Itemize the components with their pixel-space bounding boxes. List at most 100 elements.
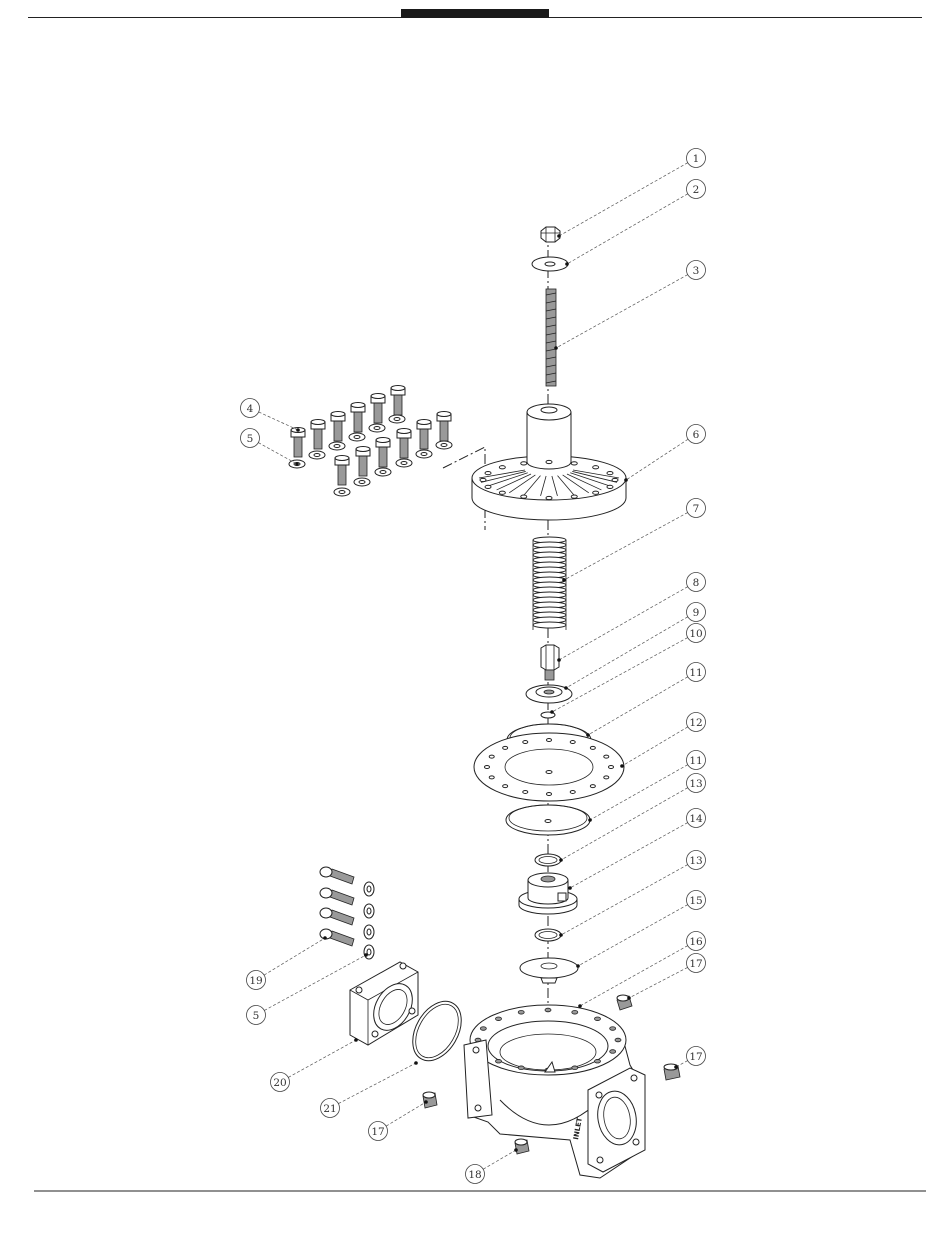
- callout-leader: [483, 1150, 516, 1169]
- callout-number: 2: [693, 184, 700, 196]
- callout-number: 5: [247, 433, 254, 445]
- callout-leader: [676, 1061, 688, 1067]
- callout-number: 6: [693, 429, 700, 441]
- callout-leader: [386, 1102, 426, 1126]
- callout-dot: [364, 953, 368, 957]
- hex-nut: [541, 227, 560, 242]
- flange-bolts-group: [320, 867, 374, 959]
- callout-leader: [559, 163, 688, 236]
- callout-leader: [629, 967, 688, 998]
- callout-dot: [568, 886, 572, 890]
- callout-c15: 15: [576, 891, 705, 968]
- callout-dot: [559, 858, 563, 862]
- callout-c17a: 17: [627, 954, 705, 1000]
- callout-c5a: 5: [241, 429, 299, 466]
- callout-dot: [296, 428, 300, 432]
- callout-c4: 4: [241, 399, 300, 432]
- callout-leader: [288, 1040, 356, 1077]
- callout-number: 11: [689, 667, 702, 679]
- callout-leader: [556, 275, 688, 348]
- callout-number: 17: [689, 958, 702, 970]
- callout-number: 13: [689, 855, 702, 867]
- callout-dot: [514, 1148, 518, 1152]
- callout-c17b: 17: [674, 1047, 705, 1069]
- callout-dot: [586, 733, 590, 737]
- callout-number: 3: [693, 265, 700, 277]
- pipe-plug-left: [423, 1092, 437, 1108]
- callout-leader: [580, 946, 688, 1006]
- callout-dot: [588, 818, 592, 822]
- callout-number: 11: [689, 755, 702, 767]
- callout-dot: [323, 936, 327, 940]
- threaded-stud: [546, 289, 556, 386]
- cover-bolts-group: [289, 386, 452, 497]
- callout-number: 20: [273, 1077, 286, 1089]
- callout-number: 14: [689, 813, 703, 825]
- callout-c17c: 17: [369, 1100, 428, 1140]
- callout-leader: [258, 443, 297, 464]
- callout-number: 13: [689, 778, 702, 790]
- callout-number: 1: [693, 153, 700, 165]
- callout-leader: [338, 1063, 416, 1104]
- callout-c18: 18: [466, 1148, 518, 1183]
- drain-plug: [515, 1139, 529, 1154]
- callout-number: 4: [247, 403, 254, 415]
- o-ring-upper: [535, 854, 561, 866]
- callout-leader: [259, 412, 298, 430]
- callout-number: 21: [323, 1103, 336, 1115]
- callout-dot: [564, 686, 568, 690]
- callout-leader: [559, 587, 688, 660]
- callout-c16: 16: [578, 932, 705, 1008]
- callout-dot: [554, 346, 558, 350]
- callout-number: 15: [689, 895, 702, 907]
- callout-c3: 3: [554, 261, 705, 350]
- callout-number: 7: [693, 503, 700, 515]
- callout-c1: 1: [557, 149, 705, 238]
- callout-number: 17: [371, 1126, 384, 1138]
- callout-leader: [552, 638, 688, 712]
- callout-dot: [627, 996, 631, 1000]
- callout-dot: [620, 764, 624, 768]
- callout-c20: 20: [271, 1038, 358, 1091]
- callout-dot: [557, 234, 561, 238]
- callout-dot: [559, 933, 563, 937]
- callout-leader: [626, 439, 688, 480]
- callout-dot: [354, 1038, 358, 1042]
- callout-number: 18: [468, 1169, 481, 1181]
- callout-c13b: 13: [559, 851, 705, 937]
- callout-leader: [264, 938, 325, 975]
- callout-leader: [578, 905, 688, 966]
- callout-dot: [562, 578, 566, 582]
- callout-c10: 10: [550, 624, 705, 714]
- callout-number: 8: [693, 577, 700, 589]
- valve-cover: [472, 404, 626, 520]
- callout-dot: [565, 262, 569, 266]
- callout-number: 19: [249, 975, 262, 987]
- callout-leader: [588, 677, 688, 735]
- callout-dot: [414, 1061, 418, 1065]
- callout-dot: [674, 1065, 678, 1069]
- callout-number: 5: [253, 1010, 260, 1022]
- header-bar: [401, 9, 549, 18]
- diaphragm: [474, 733, 624, 801]
- callout-dot: [557, 658, 561, 662]
- callout-number: 17: [689, 1051, 702, 1063]
- valve-body: INLET: [464, 1005, 645, 1178]
- seat-holder: [519, 873, 577, 914]
- diaphragm-disc-lower: [506, 805, 590, 835]
- callout-dot: [550, 710, 554, 714]
- companion-flange: [350, 962, 420, 1045]
- spring: [533, 537, 566, 630]
- callout-number: 9: [693, 607, 700, 619]
- callout-leader: [570, 823, 688, 888]
- callout-leader: [564, 513, 688, 580]
- callout-c9: 9: [564, 603, 705, 690]
- flat-washer: [532, 257, 568, 271]
- callout-dot: [424, 1100, 428, 1104]
- callout-dot: [624, 478, 628, 482]
- callout-dot: [578, 1004, 582, 1008]
- callout-number: 10: [689, 628, 702, 640]
- callout-dot: [576, 964, 580, 968]
